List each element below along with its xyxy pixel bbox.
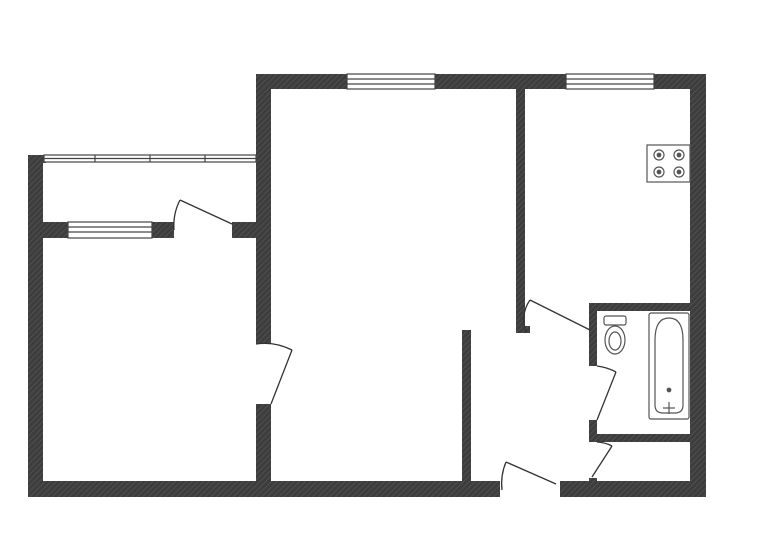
doors — [173, 199, 617, 491]
wall-closet-left — [589, 478, 597, 488]
wall-kitchen-partition — [516, 89, 525, 332]
wall-kitchen-bottom — [516, 326, 530, 333]
window-kitchen-top — [565, 73, 655, 90]
wall-bath-left-lower — [589, 420, 597, 441]
wall-left-room-top-a — [28, 222, 68, 238]
door-closet — [591, 441, 613, 478]
wall-bottom-right — [560, 481, 706, 497]
wall-left — [28, 155, 43, 497]
window-left-room — [67, 221, 153, 239]
wall-bath-left-upper — [589, 303, 597, 366]
door-kitchen — [523, 299, 591, 333]
wall-left-room-top-c — [232, 222, 271, 238]
wall-partition-upper — [256, 74, 271, 344]
door-left-room — [255, 342, 293, 405]
wall-left-room-top-b — [152, 222, 174, 238]
window-balcony — [43, 154, 257, 163]
door-balcony — [173, 199, 233, 231]
wall-bath-bottom — [589, 434, 690, 442]
bathtub-icon — [648, 312, 690, 420]
wall-partition-lower — [256, 404, 271, 496]
door-entrance — [500, 461, 557, 491]
wall-balcony-top — [28, 155, 46, 163]
wall-bath-top — [589, 303, 690, 311]
wall-hallway — [462, 330, 471, 481]
windows — [43, 73, 655, 239]
window-center-top — [346, 73, 436, 90]
door-bathroom — [596, 365, 617, 421]
stove-icon — [646, 144, 691, 183]
wall-right — [690, 74, 706, 495]
toilet-icon — [603, 315, 627, 355]
